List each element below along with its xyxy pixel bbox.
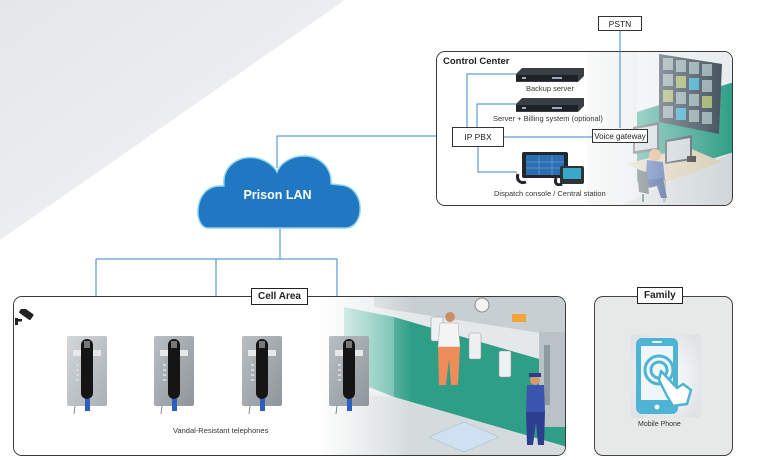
ip-pbx-node: IP PBX <box>452 127 504 147</box>
phones-caption: Vandal-Resistant telephones <box>173 426 269 435</box>
backup-server-icon <box>516 68 584 82</box>
vandal-resistant-telephone <box>242 336 282 416</box>
cctv-camera-icon <box>15 309 34 325</box>
control-center-title: Control Center <box>443 56 510 67</box>
billing-server-icon <box>516 98 584 112</box>
cell-area-label: Cell Area <box>251 288 308 305</box>
prison-lan-label: Prison LAN <box>243 188 312 202</box>
mobile-phone-caption: Mobile Phone <box>638 421 681 428</box>
control-center-panel <box>436 51 733 206</box>
voice-gateway-node: Voice gateway <box>592 129 648 143</box>
mobile-phone-touch-icon <box>631 334 701 418</box>
vandal-resistant-telephone <box>329 336 369 416</box>
cell-block-illustration <box>14 297 565 455</box>
vandal-resistant-telephone <box>67 336 107 416</box>
pstn-node: PSTN <box>598 16 642 31</box>
backup-server-caption: Backup server <box>526 84 574 93</box>
dispatch-console-caption: Dispatch console / Central station <box>494 189 606 198</box>
family-label: Family <box>637 287 683 304</box>
billing-server-caption: Server + Billing system (optional) <box>493 114 603 123</box>
dispatch-console-icon <box>516 152 584 186</box>
control-room-illustration <box>437 52 732 205</box>
cell-area-panel <box>13 296 566 456</box>
vandal-resistant-telephone <box>154 336 194 416</box>
